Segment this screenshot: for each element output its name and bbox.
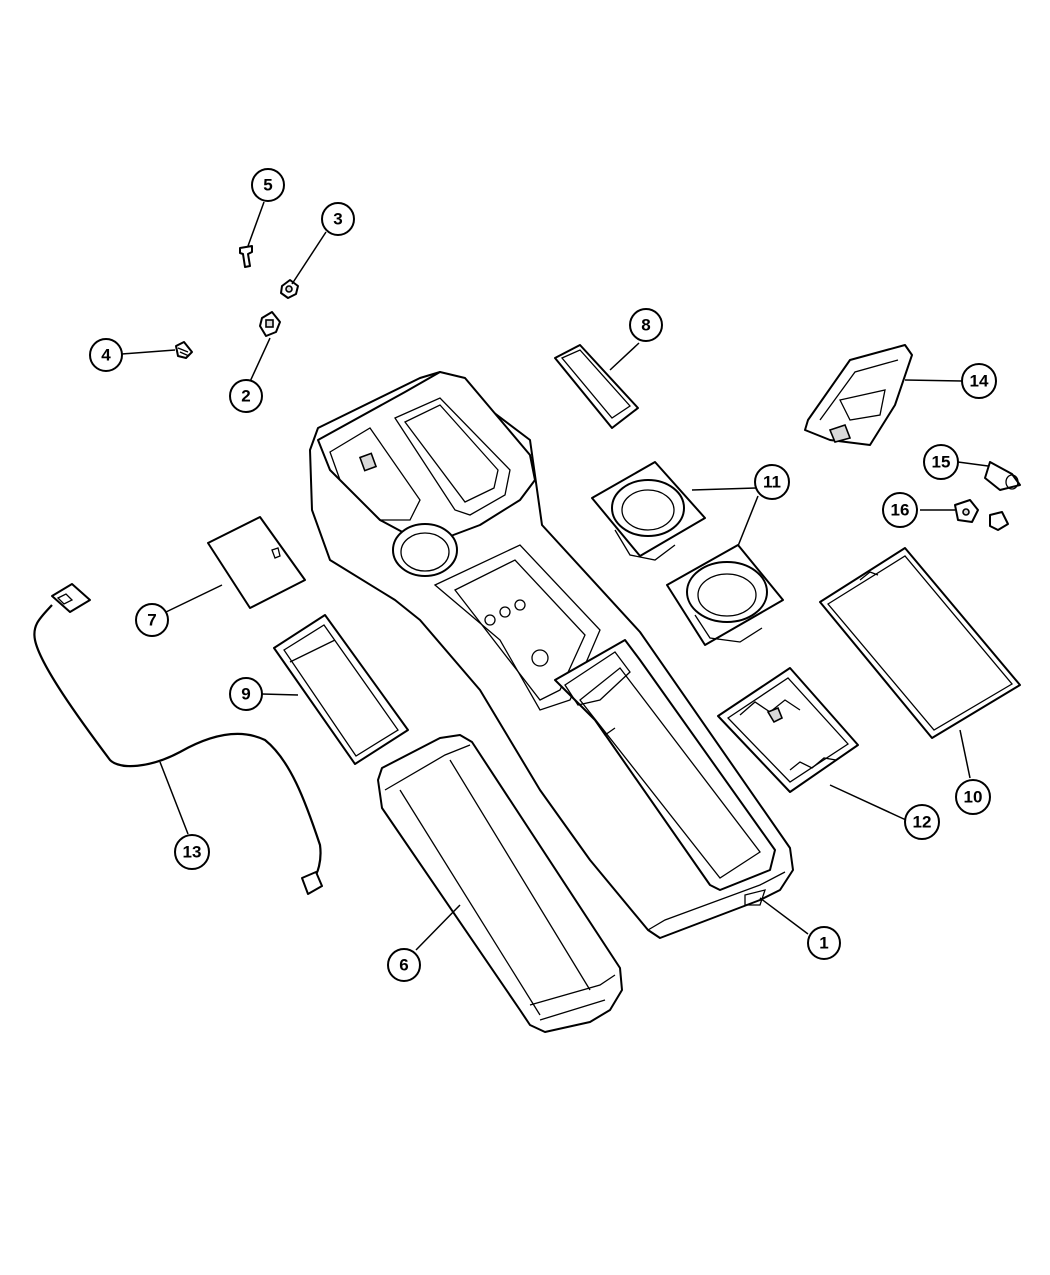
svg-text:8: 8: [641, 316, 650, 335]
svg-text:11: 11: [763, 473, 781, 492]
leader-lines: [121, 201, 989, 951]
callout-3: 3: [321, 202, 355, 236]
svg-text:16: 16: [891, 501, 910, 520]
cup-holder-upper: [591, 461, 706, 561]
svg-text:1: 1: [819, 934, 828, 953]
svg-text:14: 14: [970, 372, 989, 391]
svg-text:13: 13: [183, 843, 202, 862]
callout-15: 15: [923, 444, 959, 480]
callout-1: 1: [807, 926, 841, 960]
wire-harness: [33, 583, 323, 895]
console-body: [309, 371, 794, 939]
svg-text:10: 10: [964, 788, 983, 807]
callout-12: 12: [904, 804, 940, 840]
nut: [280, 279, 299, 299]
callout-11: 11: [754, 464, 790, 500]
armrest-lid: [377, 734, 623, 1033]
callout-9: 9: [229, 677, 263, 711]
svg-text:12: 12: [913, 813, 932, 832]
callout-14: 14: [961, 363, 997, 399]
svg-text:15: 15: [932, 453, 951, 472]
mounting-bracket: [717, 667, 859, 793]
svg-text:9: 9: [241, 685, 250, 704]
socket-bulb: [954, 499, 1009, 531]
bin-mat: [554, 344, 639, 429]
svg-text:2: 2: [241, 387, 250, 406]
spring-stud: [175, 341, 193, 359]
callout-8: 8: [629, 308, 663, 342]
callout-5: 5: [251, 168, 285, 202]
callout-10: 10: [955, 779, 991, 815]
callout-16: 16: [882, 492, 918, 528]
console-pad: [207, 516, 306, 609]
svg-text:5: 5: [263, 176, 272, 195]
svg-text:7: 7: [147, 611, 156, 630]
screw: [239, 245, 253, 268]
lid-latch-assembly: [804, 344, 913, 446]
tray-insert: [273, 614, 409, 765]
callout-6: 6: [387, 948, 421, 982]
svg-text:6: 6: [399, 956, 408, 975]
retainer-clip: [259, 311, 281, 337]
callout-4: 4: [89, 338, 123, 372]
cup-holder-lower: [666, 544, 784, 646]
callout-7: 7: [135, 603, 169, 637]
console-mat-large: [819, 547, 1021, 739]
svg-text:4: 4: [101, 346, 111, 365]
power-outlet: [984, 461, 1021, 491]
callout-2: 2: [229, 379, 263, 413]
callout-13: 13: [174, 834, 210, 870]
svg-text:3: 3: [333, 210, 342, 229]
